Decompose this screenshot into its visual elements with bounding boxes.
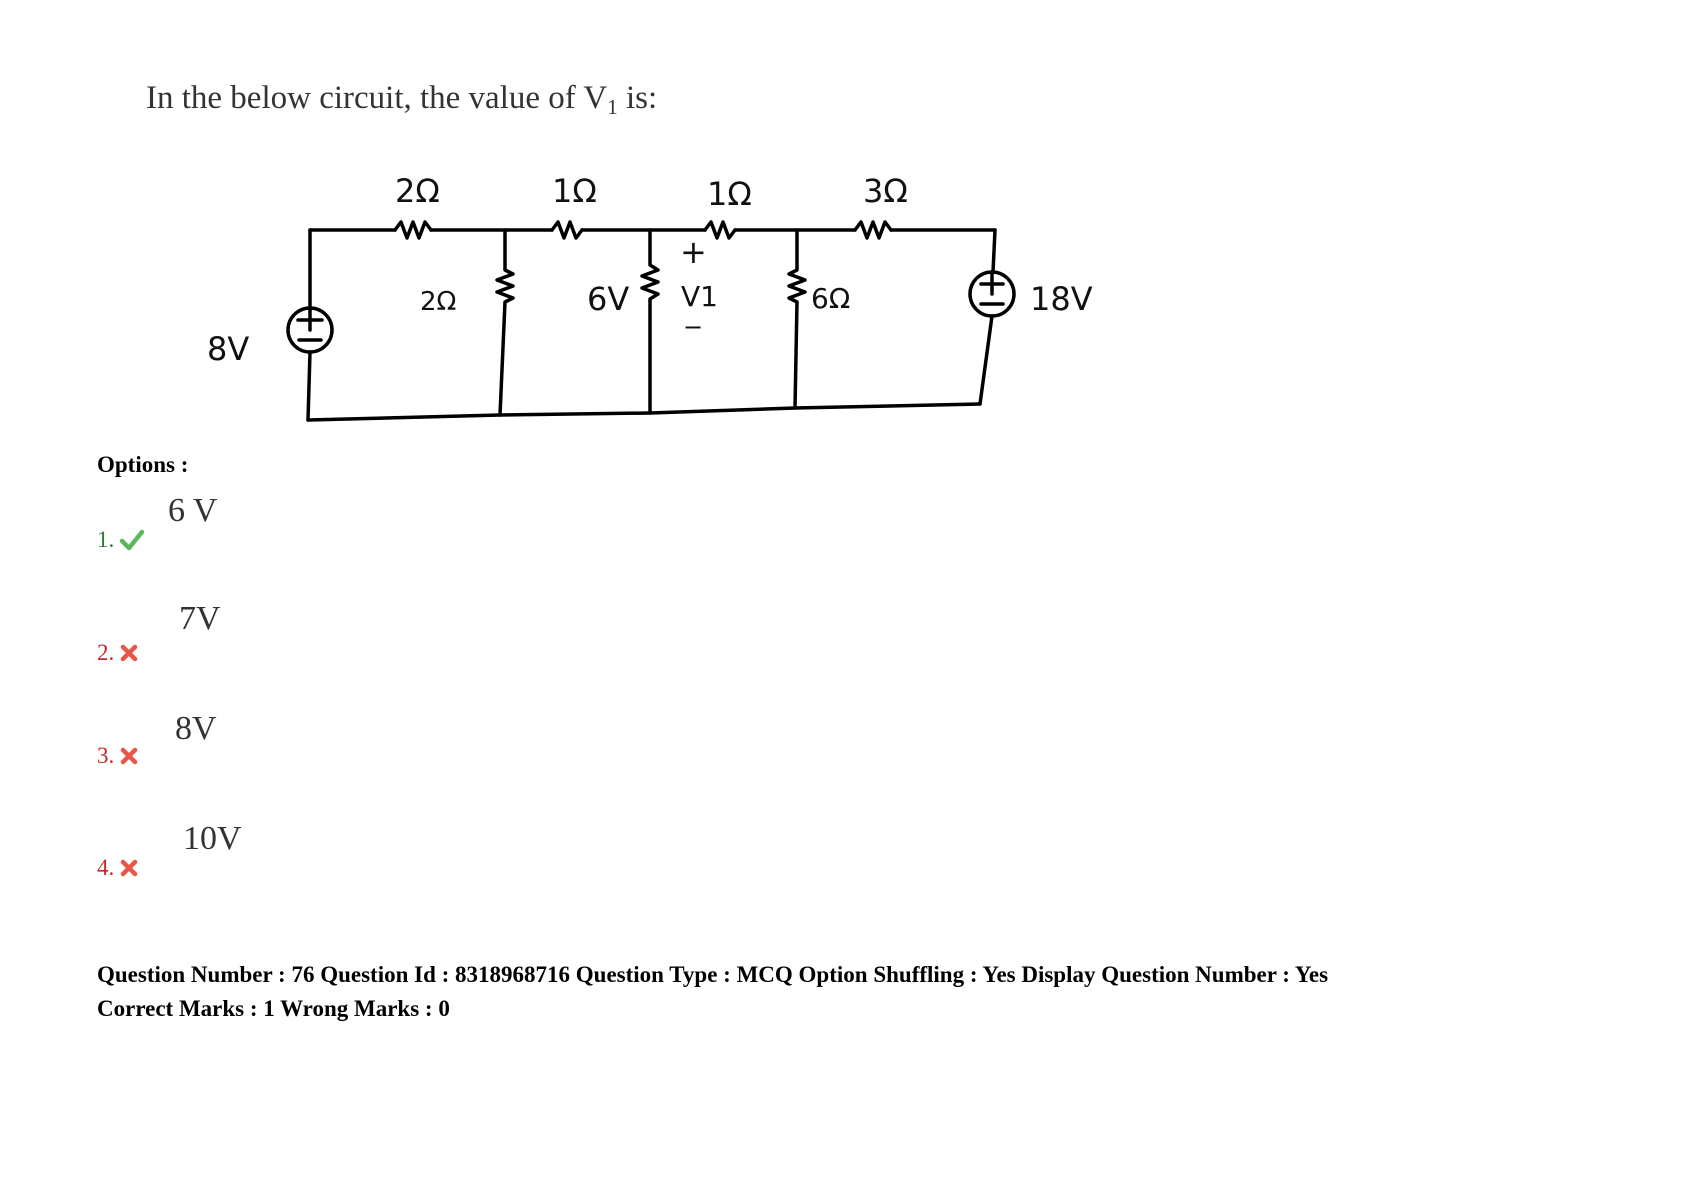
- option-4-number: 4.: [97, 855, 138, 881]
- option-2-value[interactable]: 7V: [179, 600, 221, 637]
- label-v1-minus: −: [683, 313, 703, 341]
- label-r-top-3: 1Ω: [707, 175, 752, 213]
- label-r-top-2: 1Ω: [552, 172, 597, 210]
- option-1-number: 1.: [97, 527, 145, 553]
- question-meta: Question Number : 76 Question Id : 83189…: [97, 958, 1328, 1026]
- option-3-value[interactable]: 8V: [175, 710, 217, 747]
- label-r-top-1: 2Ω: [395, 172, 440, 210]
- resistor-top-3: [703, 220, 737, 240]
- shunt-resistor-2: [787, 228, 807, 410]
- label-source-left: 8V: [207, 330, 249, 368]
- cross-icon: [121, 859, 138, 877]
- shunt-source-6v: [640, 228, 660, 415]
- label-v1-plus: +: [680, 233, 707, 271]
- option-1-value[interactable]: 6 V: [168, 492, 218, 529]
- resistor-top-1: [393, 220, 433, 240]
- check-icon: [120, 529, 145, 551]
- cross-icon: [121, 747, 138, 765]
- resistor-top-4: [853, 220, 893, 240]
- cross-icon: [121, 644, 138, 662]
- resistor-top-2: [550, 220, 584, 240]
- label-v1: V1: [681, 280, 718, 313]
- circuit-diagram: 2Ω 1Ω 1Ω 3Ω 2Ω 6V + V1 − 6Ω 8V 18V: [207, 172, 1093, 422]
- shunt-resistor-1: [495, 228, 515, 417]
- meta-line-2: Correct Marks : 1 Wrong Marks : 0: [97, 996, 450, 1021]
- options-label: Options :: [97, 452, 189, 477]
- label-r-shunt-2: 6Ω: [811, 282, 850, 315]
- meta-line-1: Question Number : 76 Question Id : 83189…: [97, 962, 1329, 987]
- question-text: In the below circuit, the value of V1 is…: [146, 80, 658, 119]
- option-3-number: 3.: [97, 743, 138, 769]
- bottom-wire: [306, 402, 982, 422]
- label-source-middle: 6V: [587, 280, 629, 318]
- label-source-right: 18V: [1030, 280, 1093, 318]
- label-r-top-4: 3Ω: [863, 172, 908, 210]
- label-r-shunt-1: 2Ω: [420, 287, 456, 317]
- option-2-number: 2.: [97, 640, 138, 666]
- option-4-value[interactable]: 10V: [183, 820, 242, 857]
- right-wire: [991, 228, 997, 274]
